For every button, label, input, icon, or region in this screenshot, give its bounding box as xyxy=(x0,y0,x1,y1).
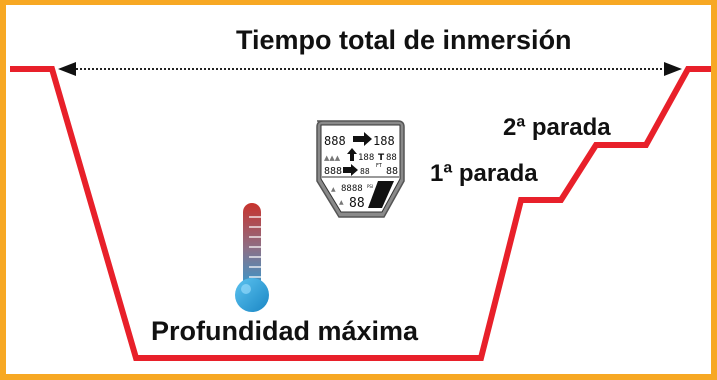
computer-row5-big: 88 xyxy=(349,196,365,211)
computer-t-glyph: T xyxy=(378,153,385,163)
max-depth-label: Profundidad máxima xyxy=(151,316,419,346)
computer-triangles: ▲▲▲ xyxy=(324,154,341,162)
computer-row3-right: 88 xyxy=(386,166,398,177)
computer-row4-main: 8888 xyxy=(341,184,363,194)
total-time-arrow xyxy=(58,62,682,76)
computer-row3-mid: 88 xyxy=(360,167,370,176)
first-stop-label: 1ª parada xyxy=(430,160,538,187)
thermometer-icon xyxy=(235,203,269,312)
computer-row1-left: 888 xyxy=(324,134,346,148)
computer-row3-unit: FT xyxy=(376,163,383,169)
computer-row2-right: 88 xyxy=(386,153,397,163)
computer-row2-mid: 188 xyxy=(358,153,374,163)
computer-row3-left: 888 xyxy=(324,166,342,177)
computer-arrow-right-small-icon xyxy=(343,164,358,176)
computer-row4-unit: PSI xyxy=(367,184,373,189)
second-stop-label: 2ª parada xyxy=(503,114,611,141)
dive-profile-diagram: 888 188 ▲▲▲ 188 T 88 888 88 FT 88 ▲ 8888… xyxy=(10,62,711,361)
computer-arrow-right-icon xyxy=(353,132,372,146)
computer-triangle-small-2: ▲ xyxy=(339,199,344,206)
computer-gauge-bar-icon xyxy=(368,181,394,208)
computer-arrow-up-icon xyxy=(347,148,357,161)
computer-triangle-small: ▲ xyxy=(331,186,336,193)
dive-computer-icon: 888 188 ▲▲▲ 188 T 88 888 88 FT 88 ▲ 8888… xyxy=(316,120,405,218)
total-dive-time-title: Tiempo total de inmersión xyxy=(236,25,572,55)
arrow-right-icon xyxy=(664,62,682,76)
computer-row1-right: 188 xyxy=(373,134,395,148)
arrow-left-icon xyxy=(58,62,76,76)
dive-profile-line xyxy=(10,66,711,361)
